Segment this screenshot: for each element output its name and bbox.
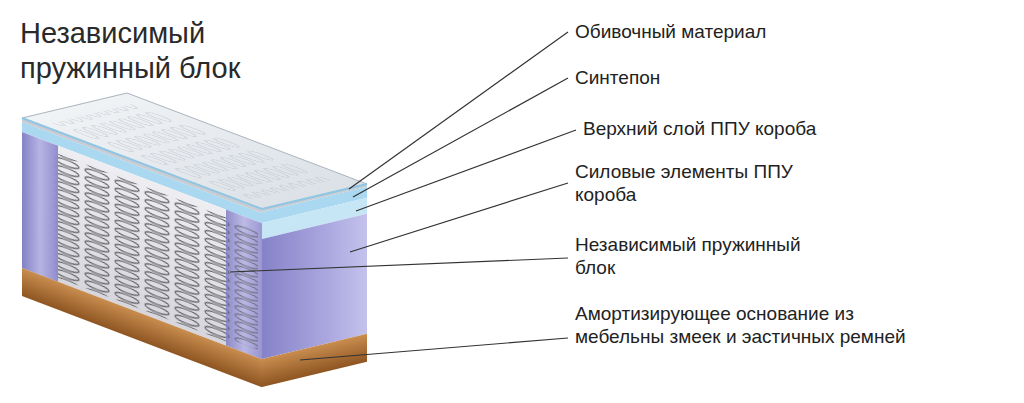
- callout-label: Обивочный материал: [575, 20, 766, 43]
- top-edge: [22, 118, 367, 209]
- callout-label: Синтепон: [575, 66, 660, 89]
- callout-label: Силовые элементы ППУ короба: [575, 160, 820, 206]
- leader-lines: [230, 32, 576, 360]
- callout-label: Амортизирующее основание из мебельны зме…: [575, 302, 920, 348]
- callout-label: Верхний слой ППУ короба: [583, 117, 816, 140]
- diagram-title: Независимый пружинный блок: [20, 16, 295, 87]
- top-spring-shadow: [52, 104, 332, 199]
- top-surface: [22, 93, 367, 209]
- callout-label: Независимый пружинный блок: [575, 233, 830, 279]
- front-face: [262, 184, 367, 387]
